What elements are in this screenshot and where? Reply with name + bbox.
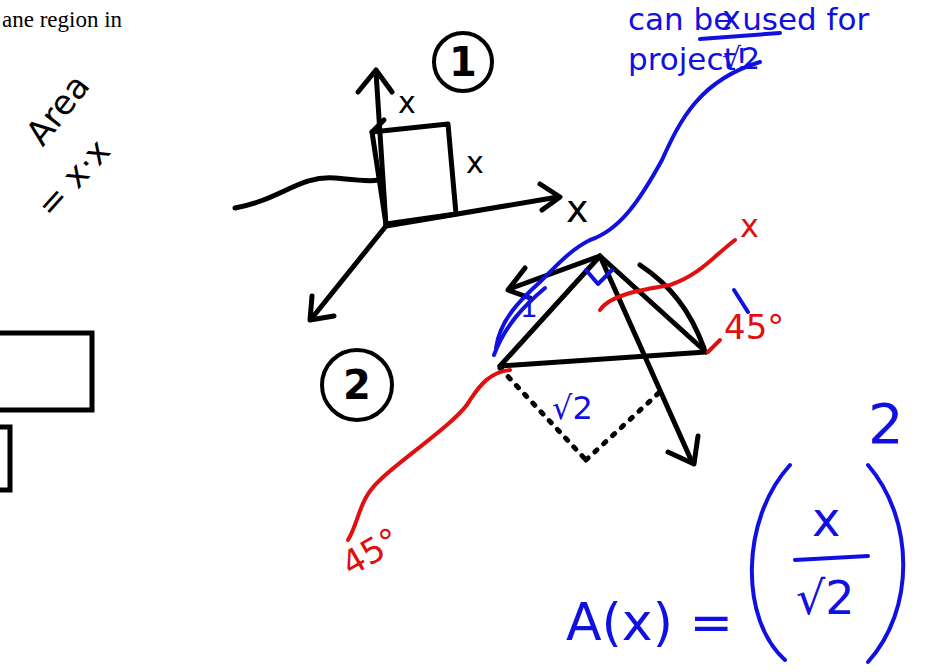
fraction-denominator: √2 xyxy=(796,575,855,621)
side-label: x xyxy=(398,88,416,118)
step-number: 2 xyxy=(343,365,371,405)
circled-number: 1 xyxy=(432,31,494,93)
step-number: 1 xyxy=(449,42,477,82)
circled-number: 2 xyxy=(320,348,394,422)
fraction-numerator: x xyxy=(812,495,840,543)
formula-text: A(x) = xyxy=(566,596,733,648)
side-label: x xyxy=(740,210,759,242)
exponent: 2 xyxy=(868,396,904,452)
diagonal-label: √2 xyxy=(552,392,593,424)
fraction-denominator: √2 xyxy=(722,44,760,74)
side-label: 1 xyxy=(520,294,538,322)
side-label: x xyxy=(466,148,484,178)
angle-label: 45° xyxy=(336,522,405,582)
angle-label: 45° xyxy=(724,310,784,344)
note-text: can be used for xyxy=(628,4,869,35)
axis-label: x xyxy=(566,190,589,228)
cut-off-text: ane region in xyxy=(2,8,122,31)
fraction-numerator: x xyxy=(722,2,741,34)
